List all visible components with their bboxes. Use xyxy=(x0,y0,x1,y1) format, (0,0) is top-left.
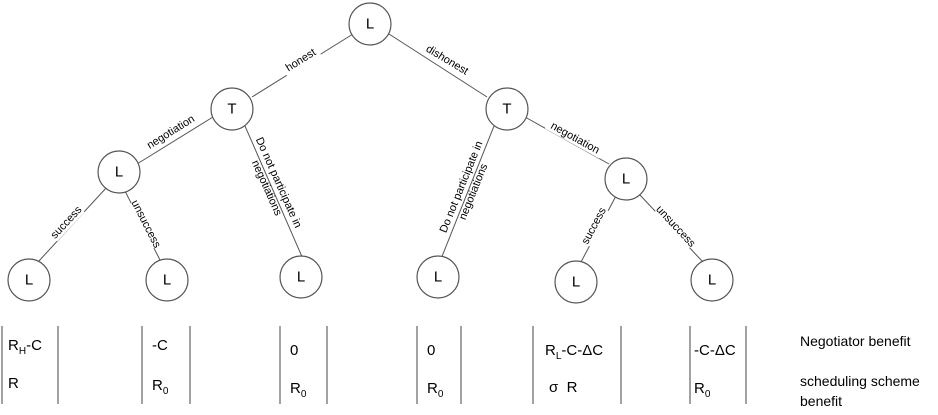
payoff-5-scheme: σ R xyxy=(549,379,578,396)
legend-scheduling-scheme-benefit-line1: scheduling scheme xyxy=(800,373,920,389)
svg-text:L: L xyxy=(163,272,171,289)
edge-not-participate-left xyxy=(244,125,304,260)
payoff-4-negotiator: 0 xyxy=(427,342,435,359)
node-l-mid-left: L xyxy=(97,150,141,194)
svg-text:L: L xyxy=(434,269,442,286)
edge-label-unsuccess-left: unsuccess xyxy=(129,198,164,250)
edge-label-success-right: success xyxy=(578,205,609,247)
svg-text:success: success xyxy=(49,204,85,242)
svg-text:L: L xyxy=(622,171,630,188)
edge-not-participate-right xyxy=(440,125,495,260)
payoff-1-negotiator: RH-C xyxy=(8,337,42,357)
payoff-2-negotiator: -C xyxy=(152,337,168,354)
leaf-node-2: L xyxy=(145,258,189,302)
svg-text:L: L xyxy=(115,164,123,181)
svg-text:T: T xyxy=(502,101,511,118)
node-t-left: T xyxy=(210,87,254,131)
edge-label-not-participate-left: Do not participate in negotiations xyxy=(249,136,304,230)
svg-text:negotiation: negotiation xyxy=(549,120,602,157)
edge-label-unsuccess-right: unsuccess xyxy=(653,204,698,251)
svg-text:unsuccess: unsuccess xyxy=(653,204,698,251)
leaf-node-4: L xyxy=(416,255,460,299)
edge-dishonest xyxy=(388,33,488,98)
payoff-3-negotiator: 0 xyxy=(290,342,298,359)
leaf-node-6: L xyxy=(690,258,734,302)
payoff-6-negotiator: -C-ΔC xyxy=(694,342,736,359)
svg-text:L: L xyxy=(708,272,716,289)
leaf-node-5: L xyxy=(554,260,598,304)
edge-label-not-participate-right: Do not participate in negotiations xyxy=(438,139,491,234)
node-root: L xyxy=(348,2,392,46)
node-t-right: T xyxy=(485,87,529,131)
edge-label-honest: honest xyxy=(280,43,322,76)
legend-negotiator-benefit: Negotiator benefit xyxy=(800,333,911,349)
edge-label-success-left: success xyxy=(47,203,85,242)
payoff-1-scheme: R xyxy=(8,375,19,392)
payoff-6-scheme: R0 xyxy=(694,380,711,400)
svg-text:L: L xyxy=(25,272,33,289)
node-l-mid-right: L xyxy=(604,157,648,201)
svg-text:honest: honest xyxy=(284,46,318,74)
payoff-2-scheme: R0 xyxy=(152,377,169,397)
leaf-node-1: L xyxy=(7,258,51,302)
edge-negotiation-left xyxy=(136,116,214,165)
legend-scheduling-scheme-benefit-line2: benefit xyxy=(800,393,842,409)
svg-text:success: success xyxy=(580,205,609,246)
payoff-4-scheme: R0 xyxy=(427,380,444,400)
svg-text:T: T xyxy=(227,101,236,118)
svg-text:L: L xyxy=(366,16,374,33)
payoff-5-negotiator: RL-C-ΔC xyxy=(545,342,603,362)
svg-text:unsuccess: unsuccess xyxy=(129,198,164,250)
leaf-node-3: L xyxy=(279,255,323,299)
edge-label-negotiation-right: negotiation xyxy=(544,117,606,159)
svg-text:L: L xyxy=(297,269,305,286)
payoff-3-scheme: R0 xyxy=(290,380,307,400)
svg-text:L: L xyxy=(572,274,580,291)
edge-label-negotiation-left: negotiation xyxy=(140,109,201,154)
